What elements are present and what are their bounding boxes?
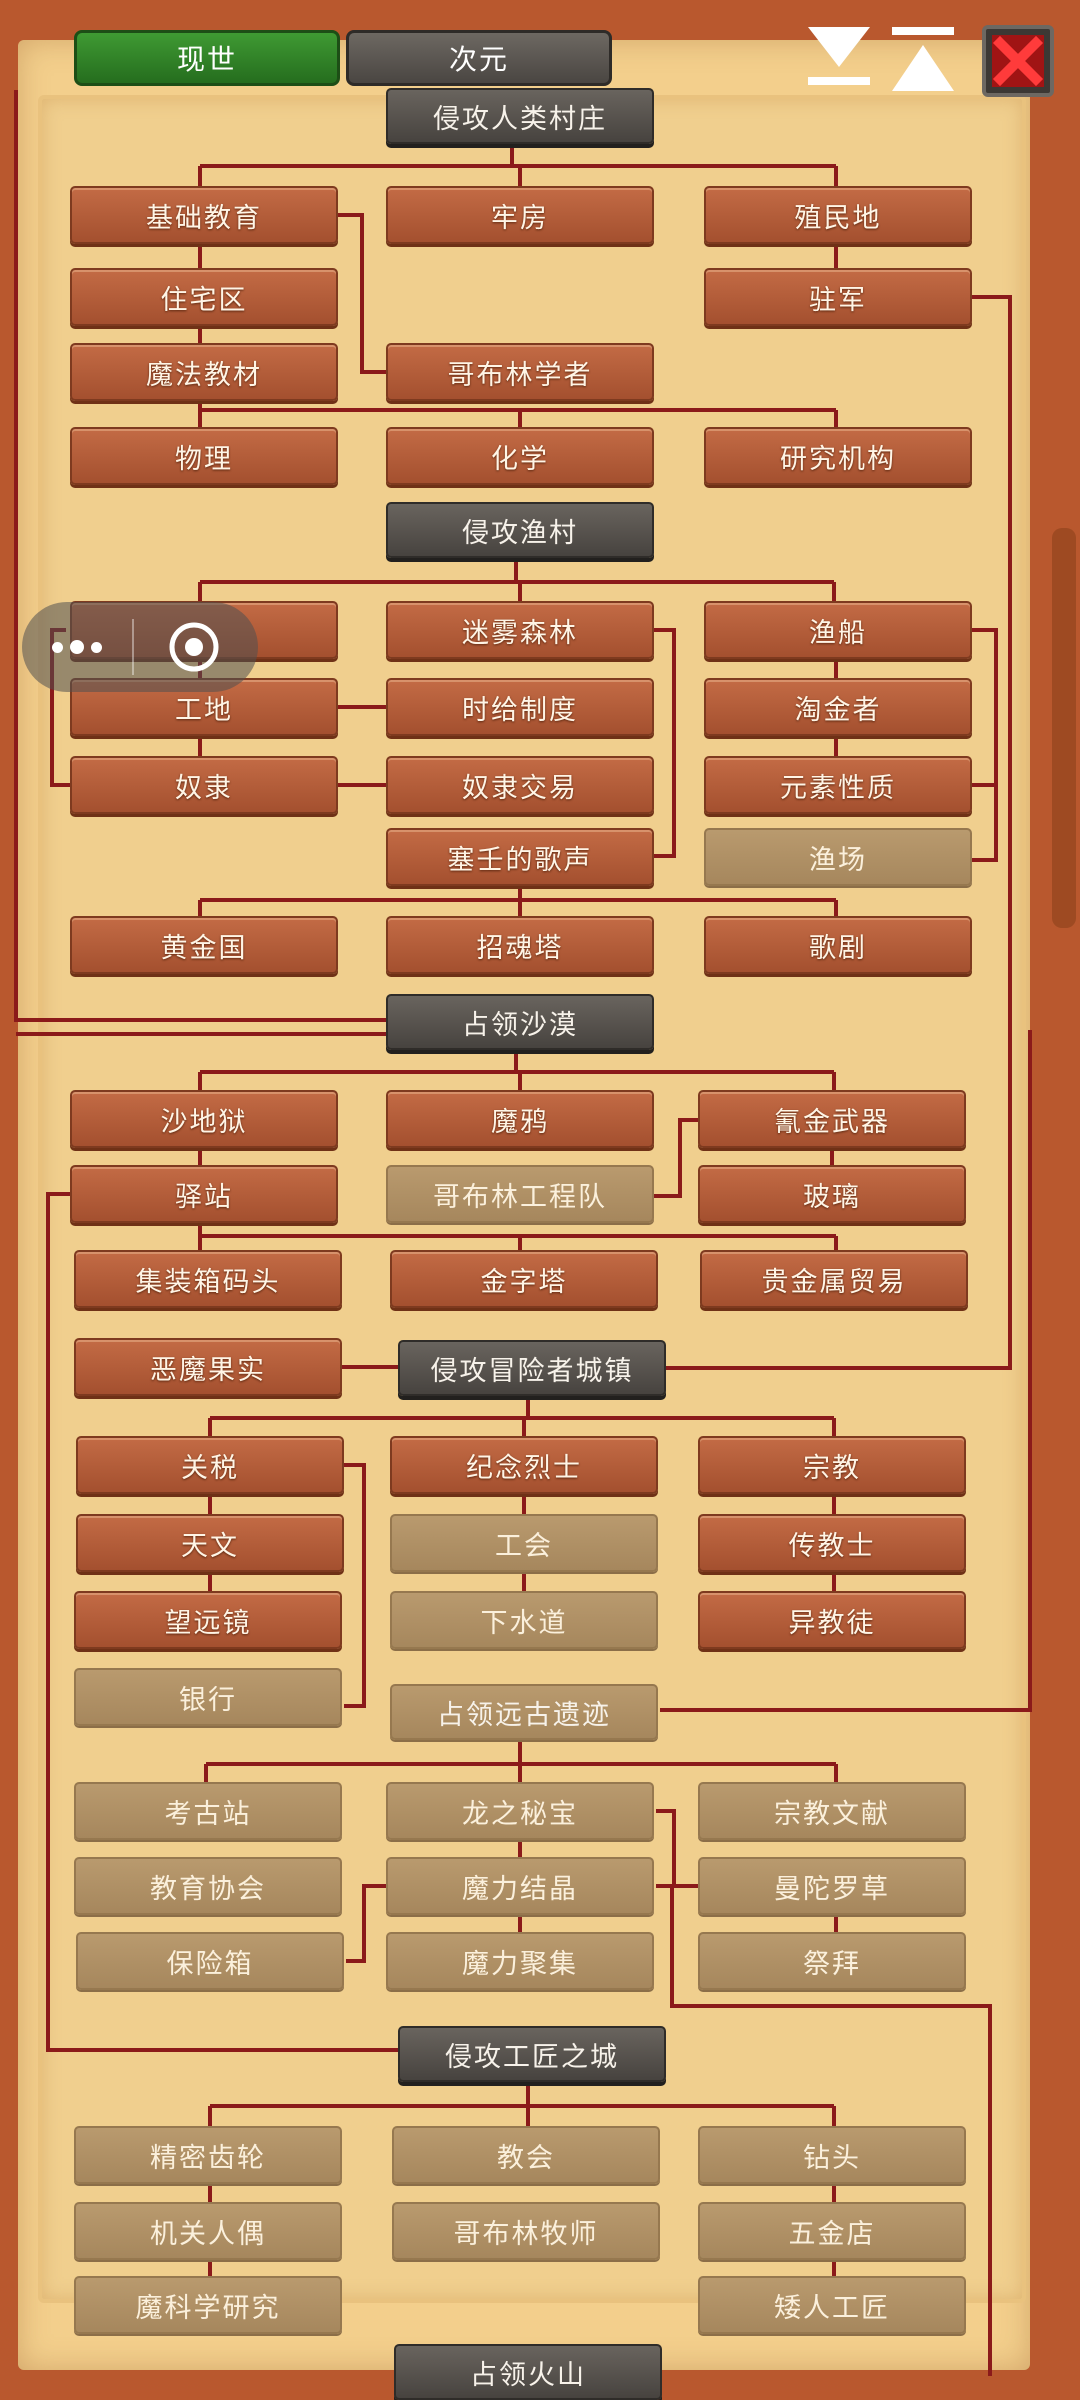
tech-node-missionary[interactable]: 传教士 [698, 1514, 966, 1572]
mini-program-capsule [22, 602, 258, 692]
tech-node-element-nature[interactable]: 元素性质 [704, 756, 972, 814]
tech-node-precision-gear[interactable]: 精密齿轮 [74, 2126, 342, 2184]
tech-node-residence[interactable]: 住宅区 [70, 268, 338, 326]
tech-node-goblin-eng[interactable]: 哥布林工程队 [386, 1165, 654, 1223]
tech-node-chemistry[interactable]: 化学 [386, 427, 654, 485]
tech-node-heretic[interactable]: 异教徒 [698, 1591, 966, 1649]
tech-node-edu-assoc[interactable]: 教育协会 [74, 1857, 342, 1915]
tech-node-mana-crystal[interactable]: 魔力结晶 [386, 1857, 654, 1915]
expand-all-icon[interactable] [890, 25, 956, 95]
tech-node-h-adventurer[interactable]: 侵攻冒险者城镇 [398, 1340, 666, 1396]
tech-node-slave-trade[interactable]: 奴隶交易 [386, 756, 654, 814]
tech-node-tariff[interactable]: 关税 [76, 1436, 344, 1494]
tech-node-gold-digger[interactable]: 淘金者 [704, 678, 972, 736]
tech-node-arch-site[interactable]: 考古站 [74, 1782, 342, 1840]
tech-node-container-dock[interactable]: 集装箱码头 [74, 1250, 342, 1308]
tech-node-dragon-treasure[interactable]: 龙之秘宝 [386, 1782, 654, 1840]
tech-node-fishing-boat[interactable]: 渔船 [704, 601, 972, 659]
tech-node-devil-fruit[interactable]: 恶魔果实 [74, 1338, 342, 1396]
tech-node-research-inst[interactable]: 研究机构 [704, 427, 972, 485]
tech-node-magic-textbook[interactable]: 魔法教材 [70, 343, 338, 401]
tech-node-goblin-scholar[interactable]: 哥布林学者 [386, 343, 654, 401]
tech-node-puppet[interactable]: 机关人偶 [74, 2202, 342, 2260]
tech-node-opera[interactable]: 歌剧 [704, 916, 972, 974]
tech-node-basic-edu[interactable]: 基础教育 [70, 186, 338, 244]
tech-node-fishery[interactable]: 渔场 [704, 828, 972, 886]
close-icon[interactable] [982, 25, 1054, 97]
tech-node-prison[interactable]: 牢房 [386, 186, 654, 244]
tech-node-h-ruins[interactable]: 占领远古遗迹 [390, 1684, 658, 1740]
tech-node-ration[interactable]: 时给制度 [386, 678, 654, 736]
tech-node-mist-forest[interactable]: 迷雾森林 [386, 601, 654, 659]
collapse-all-icon[interactable] [806, 25, 872, 95]
tech-node-soul-tower[interactable]: 招魂塔 [386, 916, 654, 974]
tab-dimension[interactable]: 次元 [346, 30, 612, 86]
tech-node-astronomy[interactable]: 天文 [76, 1514, 344, 1572]
tech-node-sewer[interactable]: 下水道 [390, 1591, 658, 1649]
tech-node-cyanide-weapon[interactable]: 氰金武器 [698, 1090, 966, 1148]
tab-present-world[interactable]: 现世 [74, 30, 340, 86]
tech-node-el-dorado[interactable]: 黄金国 [70, 916, 338, 974]
tech-node-hardware-store[interactable]: 五金店 [698, 2202, 966, 2260]
tech-node-goblin-pastor[interactable]: 哥布林牧师 [392, 2202, 660, 2260]
tech-node-raven[interactable]: 魔鸦 [386, 1090, 654, 1148]
tech-node-magic-science[interactable]: 魔科学研究 [74, 2276, 342, 2334]
tech-node-guild[interactable]: 工会 [390, 1514, 658, 1572]
tech-node-religious-doc[interactable]: 宗教文献 [698, 1782, 966, 1840]
tech-node-glass[interactable]: 玻璃 [698, 1165, 966, 1223]
exit-target-icon[interactable] [134, 619, 254, 675]
tech-node-physics[interactable]: 物理 [70, 427, 338, 485]
scrollbar[interactable] [1052, 528, 1076, 928]
tech-node-h-craftsman[interactable]: 侵攻工匠之城 [398, 2026, 666, 2082]
tech-node-dwarf-craft[interactable]: 矮人工匠 [698, 2276, 966, 2334]
tech-node-worship[interactable]: 祭拜 [698, 1932, 966, 1990]
tech-node-precious-trade[interactable]: 贵金属贸易 [700, 1250, 968, 1308]
tech-node-bank[interactable]: 银行 [74, 1668, 342, 1726]
tech-node-memorial[interactable]: 纪念烈士 [390, 1436, 658, 1494]
tech-node-mana-gather[interactable]: 魔力聚集 [386, 1932, 654, 1990]
tech-node-colony[interactable]: 殖民地 [704, 186, 972, 244]
more-options-icon[interactable] [22, 640, 132, 654]
tech-node-sand-prison[interactable]: 沙地狱 [70, 1090, 338, 1148]
tech-node-religion[interactable]: 宗教 [698, 1436, 966, 1494]
tech-node-slave[interactable]: 奴隶 [70, 756, 338, 814]
tech-node-drill[interactable]: 钻头 [698, 2126, 966, 2184]
tech-node-telescope[interactable]: 望远镜 [74, 1591, 342, 1649]
tech-node-church[interactable]: 教会 [392, 2126, 660, 2184]
tech-node-safe-box[interactable]: 保险箱 [76, 1932, 344, 1990]
tech-node-h-fishing[interactable]: 侵攻渔村 [386, 502, 654, 558]
tech-node-pyramid[interactable]: 金字塔 [390, 1250, 658, 1308]
tech-node-post-station[interactable]: 驿站 [70, 1165, 338, 1223]
tech-node-h-volcano[interactable]: 占领火山 [394, 2344, 662, 2400]
tech-node-mandrake[interactable]: 曼陀罗草 [698, 1857, 966, 1915]
tech-node-siren-song[interactable]: 塞壬的歌声 [386, 828, 654, 886]
tech-node-h-desert[interactable]: 占领沙漠 [386, 994, 654, 1050]
tech-node-h-village[interactable]: 侵攻人类村庄 [386, 88, 654, 144]
tech-node-garrison[interactable]: 驻军 [704, 268, 972, 326]
